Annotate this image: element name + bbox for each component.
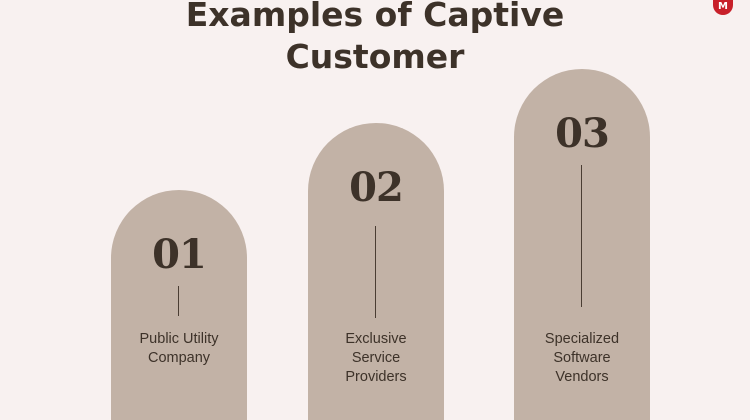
pillar-label-line: Providers (345, 369, 407, 385)
connector-line (375, 226, 376, 318)
pillar-label-line: Vendors (555, 369, 609, 385)
pillar-03: 03 Specialized Software Vendors (514, 69, 650, 420)
pillar-01: 01 Public Utility Company (111, 190, 247, 420)
page-title: Examples of Captive Customer (100, 0, 650, 78)
pillar-number: 03 (555, 110, 610, 157)
page-title-line-2: Customer (285, 37, 465, 76)
brand-logo-icon: M (713, 0, 733, 15)
pillar-label-line: Exclusive (345, 331, 407, 347)
page-title-line-1: Examples of Captive (185, 0, 565, 34)
pillar-label: Exclusive Service Providers (308, 330, 444, 387)
connector-line (581, 165, 582, 307)
pillar-02: 02 Exclusive Service Providers (308, 123, 444, 420)
pillar-number: 02 (349, 164, 404, 211)
connector-line (178, 286, 179, 316)
pillar-label-line: Company (147, 350, 211, 366)
pillar-label-line: Public Utility (139, 331, 219, 347)
pillar-label-line: Software (553, 350, 611, 366)
pillar-label-line: Specialized (544, 331, 620, 347)
brand-logo-letter: M (718, 1, 728, 12)
pillar-label: Public Utility Company (111, 330, 247, 368)
pillar-label: Specialized Software Vendors (514, 330, 650, 387)
pillar-label-line: Service (351, 350, 401, 366)
pillar-number: 01 (152, 231, 207, 278)
